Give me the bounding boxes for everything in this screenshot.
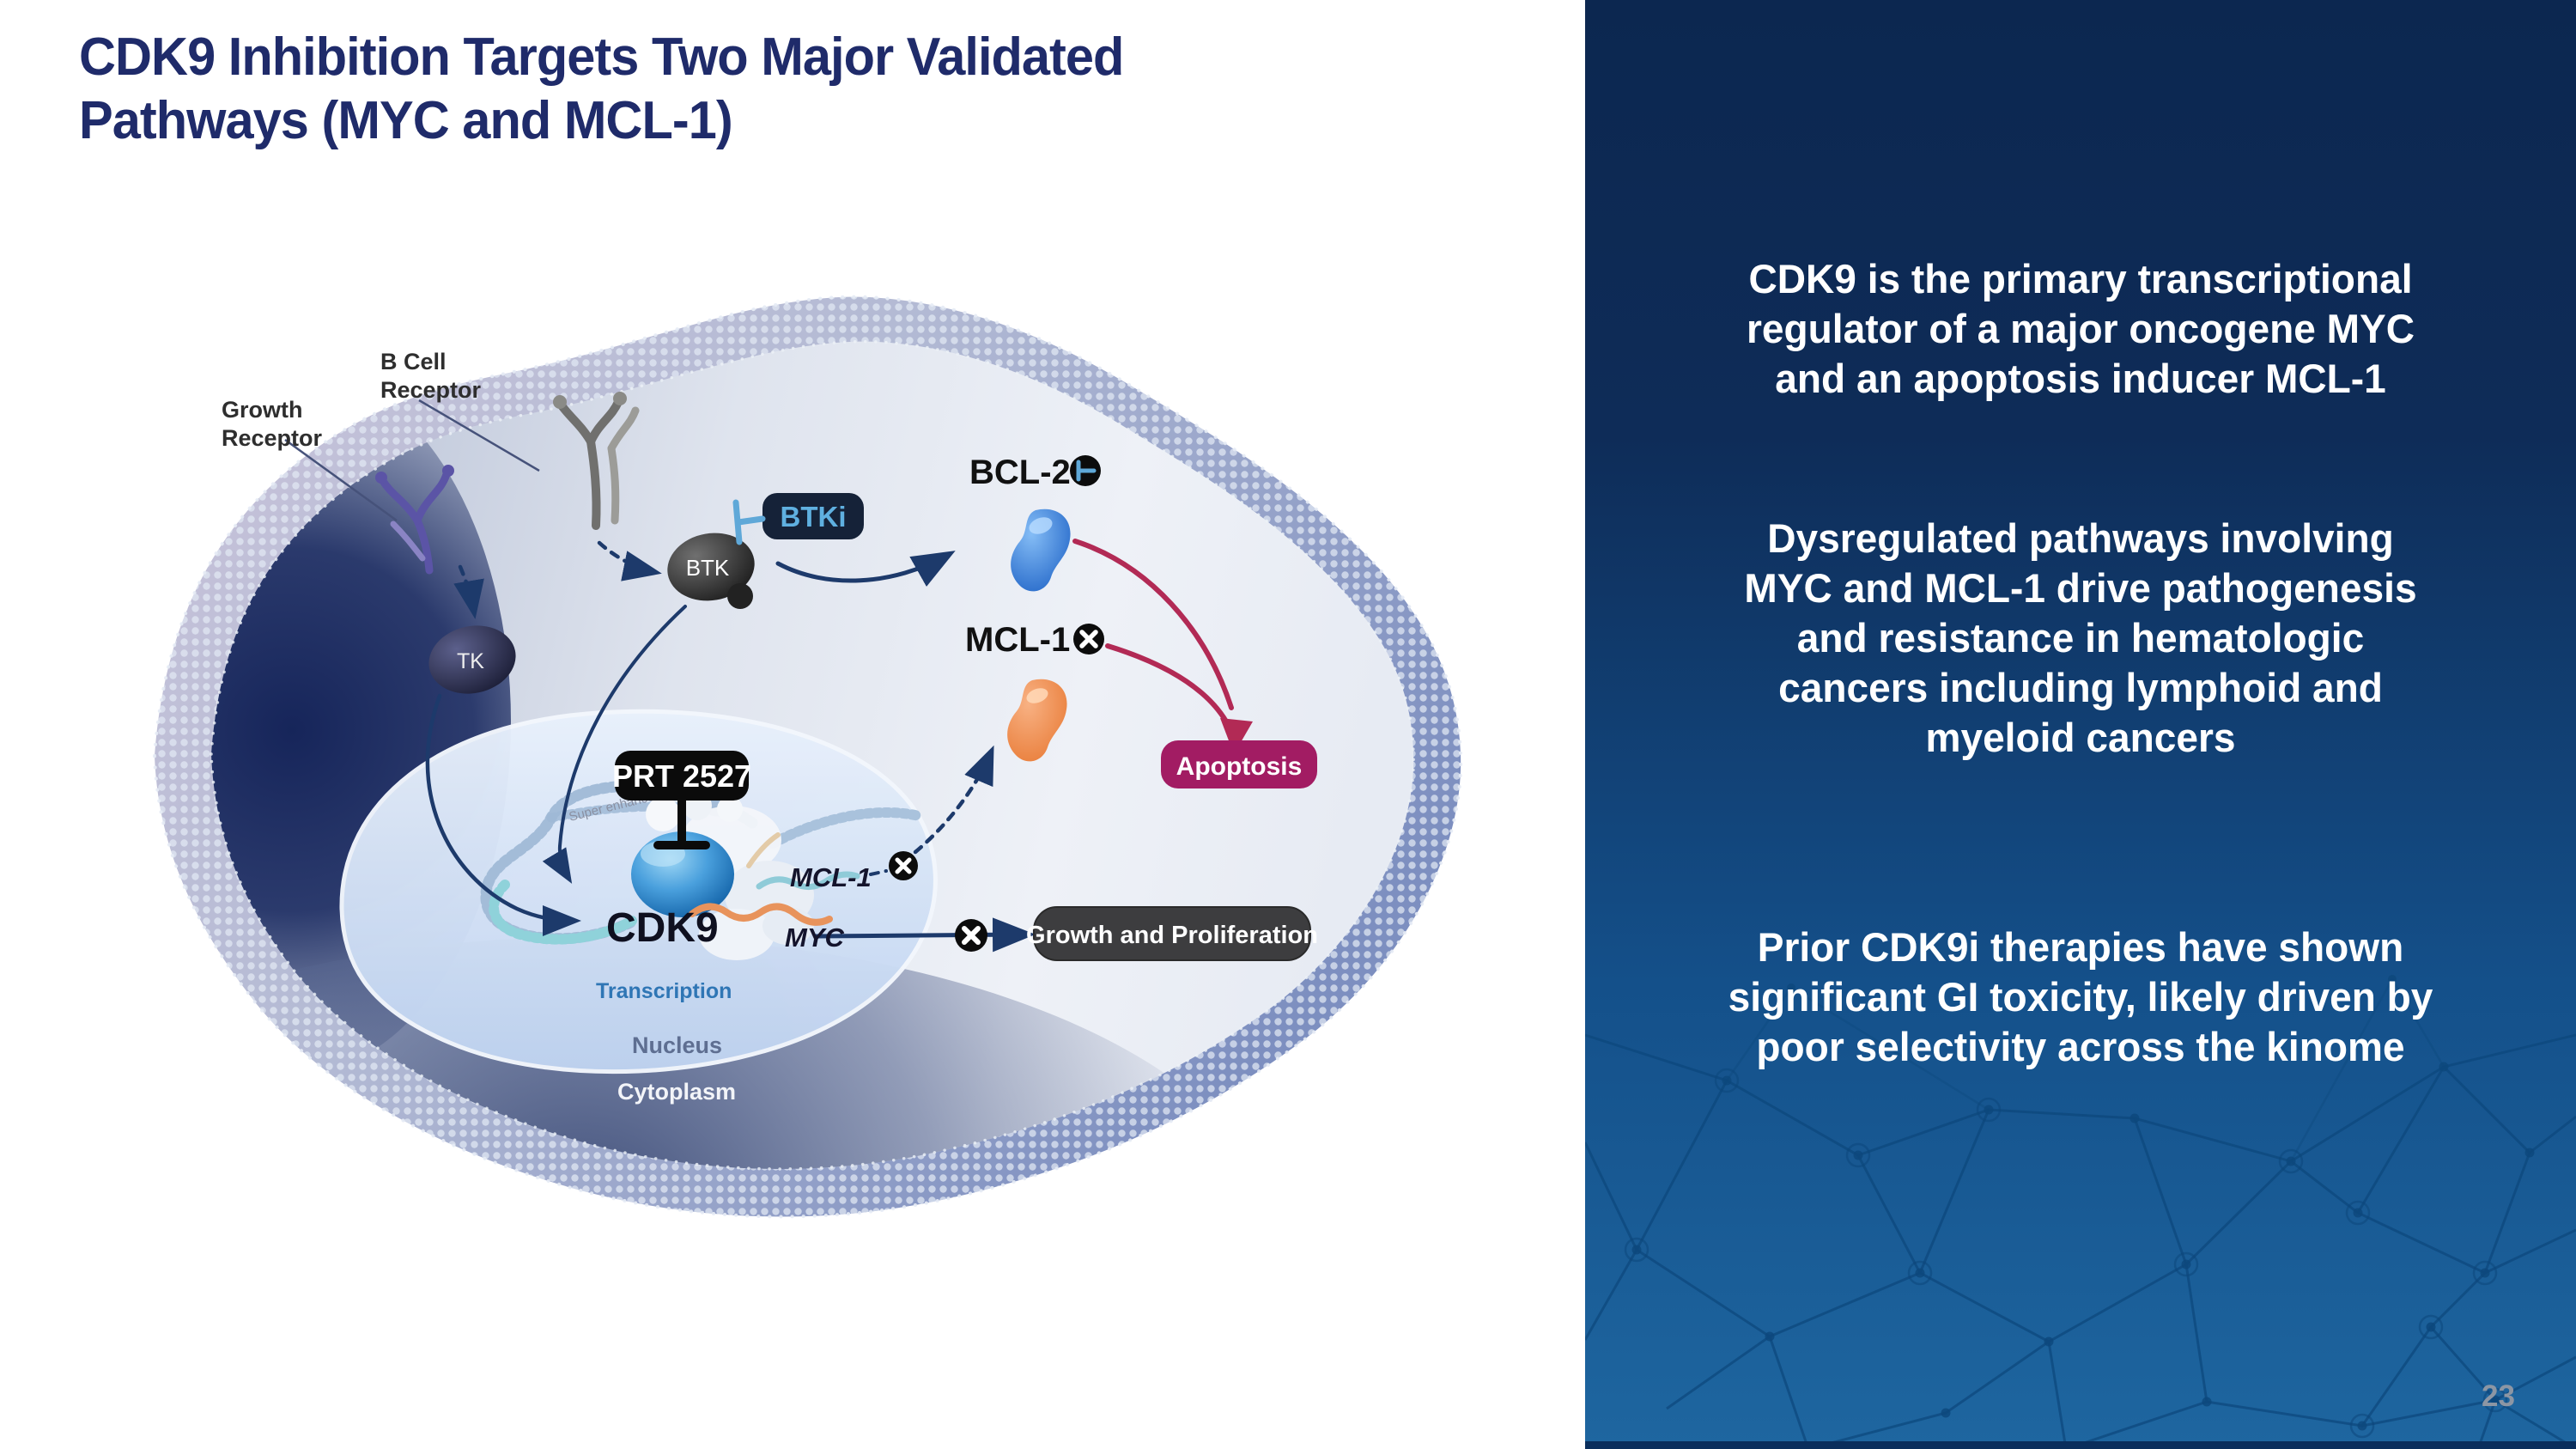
prt2527-label: PRT 2527 — [612, 758, 751, 794]
pathway-arrows — [425, 551, 1036, 953]
key-point-line: Dysregulated pathways involving — [1767, 515, 2394, 561]
key-point-line: Prior CDK9i therapies have shown — [1757, 924, 2404, 970]
b-cell-receptor-label: Receptor — [380, 377, 482, 403]
key-point-line: myeloid cancers — [1925, 715, 2236, 760]
prt2527-inhibitor: PRT 2527 — [612, 751, 751, 849]
btki-inhibitor — [732, 493, 864, 545]
nucleus-label: Nucleus — [632, 1032, 722, 1058]
btki-label: BTKi — [781, 501, 847, 533]
key-points-panel: CDK9 is the primary transcriptional regu… — [1585, 0, 2576, 1449]
mcl1-x-icon — [1073, 624, 1104, 654]
mcl1-gene-x-icon — [889, 851, 918, 880]
myc-gene-label: MYC — [785, 922, 845, 953]
inhibition-tbar-icon — [653, 795, 710, 849]
key-point-line: poor selectivity across the kinome — [1756, 1024, 2405, 1069]
bcl2-label: BCL-2 — [969, 454, 1071, 491]
cell-pathway-diagram: Super enhancer — [152, 295, 1463, 1219]
tk-label: TK — [457, 649, 484, 673]
cdk9-label: CDK9 — [606, 905, 719, 951]
transcription-label: Transcription — [596, 979, 732, 1003]
key-point-line: regulator of a major oncogene MYC — [1746, 306, 2415, 351]
mcl1-mrna-strand — [756, 871, 860, 890]
key-point-1: CDK9 is the primary transcriptional regu… — [1634, 254, 2528, 404]
mcl1-gene-label: MCL-1 — [790, 862, 872, 892]
mcl1-label: MCL-1 — [965, 621, 1070, 659]
dashed-arrows — [453, 540, 994, 876]
mcl1-protein — [1007, 679, 1067, 762]
myc-mrna-strand — [689, 903, 833, 926]
b-cell-receptor-label: B Cell — [380, 349, 447, 374]
key-point-line: cancers including lymphoid and — [1778, 665, 2383, 710]
network-pattern — [1585, 975, 2576, 1449]
leader-lines — [284, 399, 540, 522]
bcl2-protein — [1011, 508, 1071, 592]
apoptosis-arrows — [1072, 539, 1253, 754]
tk-protein — [428, 625, 516, 694]
key-point-line: and resistance in hematologic — [1796, 615, 2365, 661]
growth-receptor-label: Growth — [222, 397, 303, 423]
key-point-line: significant GI toxicity, likely driven b… — [1728, 974, 2433, 1020]
key-point-line: and an apoptosis inducer MCL-1 — [1775, 356, 2386, 401]
apoptosis-label: Apoptosis — [1176, 752, 1303, 781]
key-point-3: Prior CDK9i therapies have shown signifi… — [1634, 922, 2528, 1072]
page-number: 23 — [2482, 1379, 2515, 1413]
key-point-line: MYC and MCL-1 drive pathogenesis — [1744, 565, 2417, 611]
btk-protein — [667, 533, 755, 609]
growth-proliferation-box: Growth and Proliferation — [1026, 906, 1318, 961]
title-line-2: Pathways (MYC and MCL-1) — [79, 91, 733, 150]
bcl2-inhibition-icon — [1070, 455, 1101, 486]
growth-proliferation-label: Growth and Proliferation — [1026, 922, 1318, 949]
key-point-2: Dysregulated pathways involving MYC and … — [1634, 514, 2528, 763]
apoptosis-box: Apoptosis — [1161, 740, 1317, 788]
growth-receptor-label: Receptor — [222, 425, 323, 451]
page-title: CDK9 Inhibition Targets Two Major Valida… — [79, 26, 1398, 153]
b-cell-receptor — [553, 392, 640, 530]
cytoplasm-label: Cytoplasm — [617, 1079, 736, 1105]
myc-x-icon — [955, 919, 987, 952]
key-point-line: CDK9 is the primary transcriptional — [1748, 256, 2413, 301]
inhibition-tbar-icon — [732, 499, 766, 545]
title-line-1: CDK9 Inhibition Targets Two Major Valida… — [79, 27, 1124, 87]
growth-receptor — [375, 465, 454, 575]
btk-label: BTK — [686, 555, 730, 581]
